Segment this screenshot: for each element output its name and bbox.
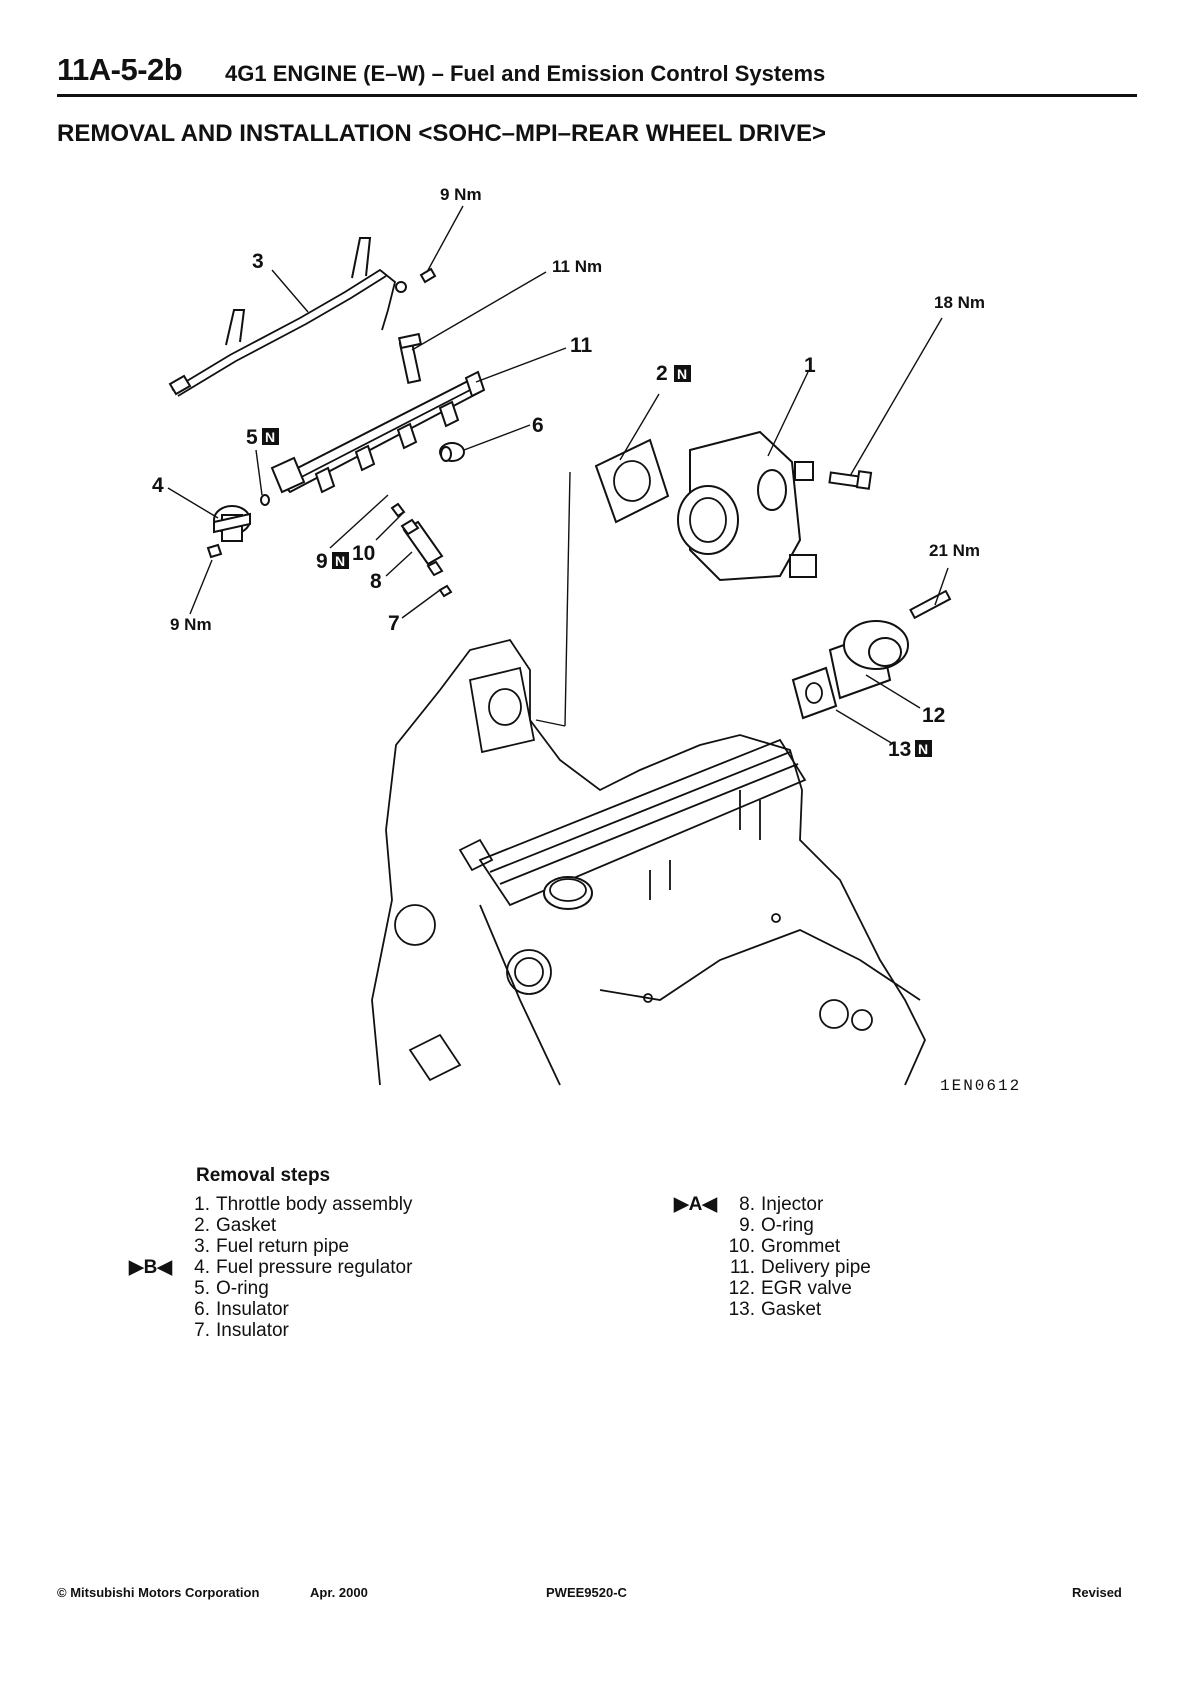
label-part-4: 4 [152, 474, 164, 497]
step-text: Gasket [761, 1299, 822, 1320]
step-number: 12. [728, 1278, 755, 1299]
label-part-8: 8 [370, 570, 382, 593]
removal-step: ▶A◀ 8. Injector [665, 1194, 871, 1215]
new-part-badge-9-letter: N [335, 553, 345, 569]
label-part-13: 13 [888, 738, 911, 761]
new-part-badge-2 [674, 365, 691, 382]
removal-step: 13. Gasket [665, 1299, 871, 1320]
label-part-5: 5 [246, 426, 258, 449]
removal-step: 6. Insulator [120, 1299, 412, 1320]
section-title: REMOVAL AND INSTALLATION <SOHC–MPI–REAR … [57, 120, 826, 147]
label-part-7: 7 [388, 612, 400, 635]
step-number: 2. [194, 1215, 210, 1236]
new-part-badge-13-letter: N [918, 741, 928, 757]
removal-steps-left: 1. Throttle body assembly 2. Gasket 3. Fuel r… [120, 1194, 412, 1341]
torque-label-21: 21 Nm [929, 541, 980, 560]
new-part-badge-5-letter: N [265, 429, 275, 445]
torque-label-left: 9 Nm [170, 615, 212, 634]
step-number: 5. [194, 1278, 210, 1299]
footer-status: Revised [1072, 1585, 1122, 1600]
gasket-2 [594, 438, 670, 524]
removal-step: 7. Insulator [120, 1320, 412, 1341]
bolt-regulator [206, 543, 223, 559]
removal-step: 2. Gasket [120, 1215, 412, 1236]
step-number: 10. [728, 1236, 755, 1257]
throttle-body-assembly [677, 430, 817, 582]
leader-lines [167, 205, 949, 745]
step-text: Injector [761, 1194, 824, 1215]
step-procedure-mark: ▶B◀ [129, 1257, 172, 1278]
removal-step: 3. Fuel return pipe [120, 1236, 412, 1257]
page-header-title: 4G1 ENGINE (E–W) – Fuel and Emission Con… [225, 61, 826, 86]
footer-date: Apr. 2000 [310, 1585, 368, 1600]
engine-assembly [371, 638, 926, 1086]
footer-doc-code: PWEE9520-C [546, 1585, 627, 1600]
step-number: 13. [728, 1299, 755, 1320]
insulator-7 [438, 584, 453, 598]
bolt-throttle-body [828, 470, 873, 490]
removal-step: 9. O-ring [665, 1215, 871, 1236]
step-text: O-ring [761, 1215, 814, 1236]
removal-step: ▶B◀ 4. Fuel pressure regulator [120, 1257, 412, 1278]
torque-label-top: 9 Nm [440, 185, 482, 204]
new-part-badge-13 [915, 740, 932, 757]
step-number: 11. [729, 1257, 755, 1278]
step-number: 9. [739, 1215, 755, 1236]
label-part-9: 9 [316, 550, 328, 573]
label-part-11: 11 [570, 334, 593, 357]
removal-steps-heading: Removal steps [196, 1165, 331, 1186]
step-text: O-ring [216, 1278, 269, 1299]
step-number: 1. [194, 1194, 210, 1215]
grommet-10 [390, 502, 406, 518]
step-text: Delivery pipe [761, 1257, 871, 1278]
step-text: Fuel pressure regulator [216, 1257, 413, 1278]
step-text: Insulator [216, 1320, 289, 1341]
insulator-6 [439, 442, 465, 462]
step-text: Grommet [761, 1236, 841, 1257]
label-part-12: 12 [922, 704, 945, 727]
step-number: 3. [194, 1236, 210, 1257]
removal-step: 5. O-ring [120, 1278, 412, 1299]
torque-label-18: 18 Nm [934, 293, 985, 312]
fuel-return-pipe [168, 237, 407, 397]
figure-code: 1EN0612 [940, 1077, 1021, 1095]
new-part-badge-2-letter: N [677, 366, 687, 382]
step-text: Fuel return pipe [216, 1236, 350, 1257]
step-number: 8. [739, 1194, 755, 1215]
egr-valve [828, 620, 909, 700]
bolt-delivery-pipe [397, 332, 423, 384]
label-part-10: 10 [352, 542, 375, 565]
label-part-3: 3 [252, 250, 264, 273]
page-code: 11A-5-2b [57, 52, 183, 87]
new-part-badge-9 [332, 552, 349, 569]
step-text: Insulator [216, 1299, 289, 1320]
label-part-2: 2 [656, 362, 668, 385]
step-text: Gasket [216, 1215, 277, 1236]
label-part-6: 6 [532, 414, 544, 437]
removal-step: 1. Throttle body assembly [120, 1194, 412, 1215]
step-text: Throttle body assembly [216, 1194, 413, 1215]
removal-step: 10. Grommet [665, 1236, 871, 1257]
injector-8 [400, 518, 444, 577]
header-rule [57, 94, 1137, 97]
gasket-13 [791, 666, 838, 720]
fuel-pressure-regulator [213, 505, 251, 542]
o-ring-5 [260, 494, 270, 506]
step-text: EGR valve [761, 1278, 852, 1299]
step-number: 7. [194, 1320, 210, 1341]
label-part-1: 1 [804, 354, 816, 377]
removal-step: 12. EGR valve [665, 1278, 871, 1299]
step-number: 4. [194, 1257, 210, 1278]
delivery-pipe [270, 370, 486, 494]
part-labels: 9 Nm 3 11 Nm 18 Nm 11 2 N 1 5 N 6 4 21 N… [152, 185, 1021, 1095]
removal-steps-right: ▶A◀ 8. Injector 9. O-ring 10. Grommet 11. Delive… [665, 1194, 871, 1320]
step-number: 6. [194, 1299, 210, 1320]
footer-copyright: © Mitsubishi Motors Corporation [57, 1585, 260, 1600]
exploded-view-diagram: 9 Nm 3 11 Nm 18 Nm 11 2 N 1 5 N 6 4 21 N… [152, 185, 1021, 1095]
removal-step: 11. Delivery pipe [665, 1257, 871, 1278]
bolt-egr-valve [909, 589, 952, 620]
torque-label-11: 11 Nm [552, 257, 602, 276]
new-part-badge-5 [262, 428, 279, 445]
step-procedure-mark: ▶A◀ [674, 1194, 717, 1215]
